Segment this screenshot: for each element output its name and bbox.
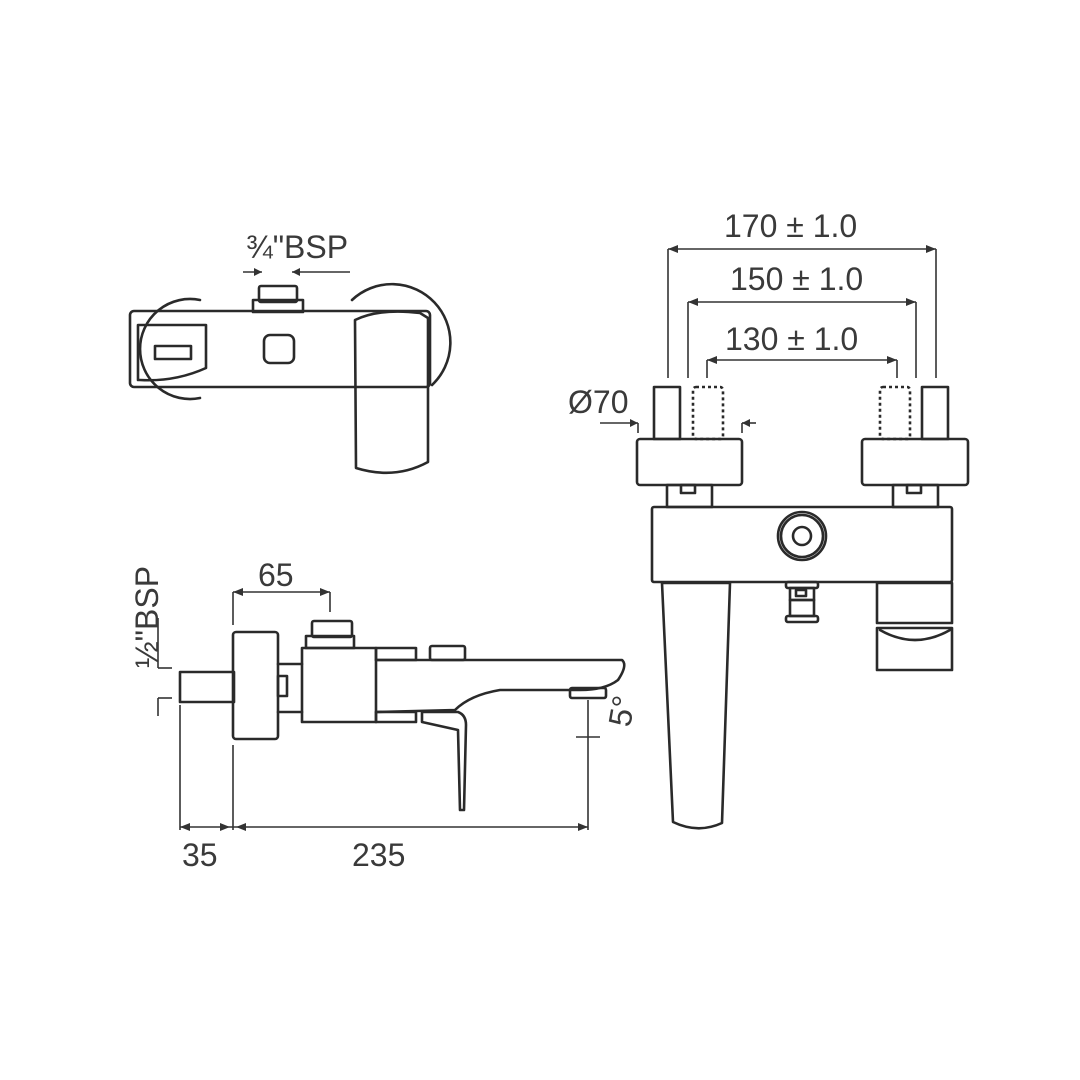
spout-angle: 5° bbox=[601, 693, 642, 729]
dim-130: 130 ± 1.0 bbox=[725, 321, 858, 357]
dim-170: 170 ± 1.0 bbox=[724, 208, 857, 244]
flange-diameter: Ø70 bbox=[568, 384, 628, 420]
side-inlet-label: ½"BSP bbox=[129, 566, 165, 668]
dim-150: 150 ± 1.0 bbox=[730, 261, 863, 297]
front-view: 170 ± 1.0 150 ± 1.0 130 ± 1.0 Ø70 bbox=[568, 208, 970, 830]
dim-65: 65 bbox=[258, 557, 294, 593]
side-view: ½"BSP 65 35 235 5° bbox=[129, 557, 642, 873]
top-inlet-label: ¾"BSP bbox=[246, 229, 348, 265]
dim-235: 235 bbox=[352, 837, 405, 873]
top-view: ¾"BSP bbox=[128, 229, 452, 475]
dim-35: 35 bbox=[182, 837, 218, 873]
